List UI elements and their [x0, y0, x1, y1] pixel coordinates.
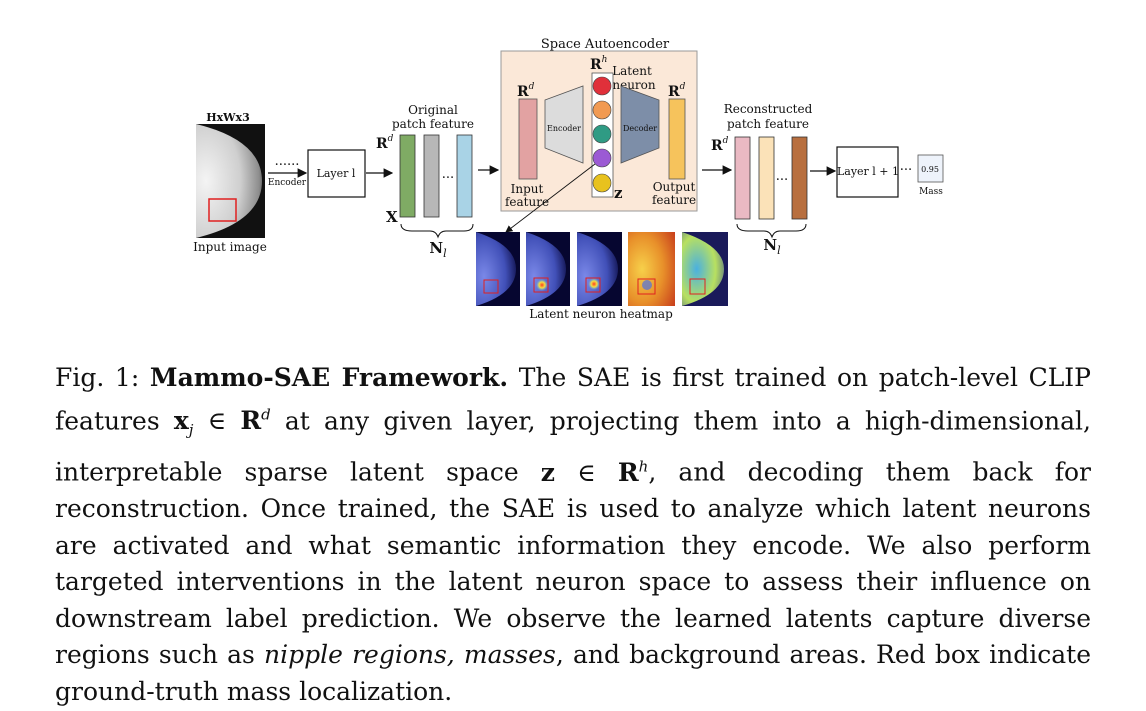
latent-neuron-5 — [592, 173, 612, 193]
original-ellipsis: ... — [442, 167, 454, 182]
rd-label-output: Rd — [668, 82, 686, 100]
decoder-label: Decoder — [623, 124, 657, 133]
output-feature-bar — [668, 98, 686, 180]
recon-ellipsis: ... — [776, 169, 788, 184]
encoder-trapezoid — [544, 85, 584, 164]
n-label-original: Nl — [429, 239, 447, 260]
score-value: 0.95 — [921, 165, 939, 174]
rd-label-input: Rd — [517, 82, 535, 100]
original-feature-bar-1 — [399, 134, 416, 218]
mass-label: Mass — [919, 187, 943, 197]
output-feature-label-2: feature — [652, 193, 696, 207]
decoder-trapezoid — [620, 85, 660, 164]
original-feature-bar-3 — [456, 134, 473, 218]
layer-l1-box — [836, 146, 899, 198]
input-feature-label-2: feature — [505, 195, 549, 209]
brace-original — [400, 223, 474, 239]
x-label: X — [386, 208, 398, 226]
latent-neuron-4 — [592, 148, 612, 168]
caption-title: Mammo-SAE Framework. — [149, 363, 509, 392]
reconstructed-label-2: patch feature — [727, 117, 809, 131]
output-feature-label-1: Output — [653, 180, 696, 194]
original-label-2: patch feature — [392, 117, 474, 131]
rd-label-recon: Rd — [711, 136, 729, 154]
caption-italic-regions: nipple regions, masses — [264, 640, 556, 670]
rd-label-original: Rd — [376, 134, 394, 152]
n-label-recon: Nl — [763, 236, 781, 257]
recon-feature-bar-1 — [734, 136, 751, 220]
input-mammogram-image — [196, 124, 265, 238]
heatmap-3-image — [577, 232, 622, 306]
encoder-small-label: Encoder — [268, 178, 307, 188]
layer-dots: ... — [900, 159, 912, 174]
original-label-1: Original — [408, 103, 458, 117]
figure-caption: Fig. 1: Mammo-SAE Framework. The SAE is … — [55, 360, 1091, 710]
latent-neuron-2 — [592, 100, 612, 120]
original-feature-bar-2 — [423, 134, 440, 218]
caption-sentence-1: The SAE is first trained on patch-level … — [55, 363, 1092, 435]
recon-feature-bar-3 — [791, 136, 808, 220]
heatmap-2-image — [526, 232, 570, 306]
latent-label-1: Latent — [612, 64, 652, 78]
encoder-dots: ...... — [275, 154, 300, 169]
z-label: z — [614, 184, 623, 202]
sae-title: Space Autoencoder — [541, 37, 670, 52]
recon-feature-bar-2 — [758, 136, 775, 220]
caption-math-xj: xj ∈ Rd — [173, 405, 271, 439]
heatmap-pointer — [505, 163, 596, 233]
layer-l-label: Layer l — [317, 167, 356, 180]
heatmap-label: Latent neuron heatmap — [529, 307, 673, 321]
caption-fig-label: Fig. 1: — [55, 363, 140, 392]
latent-neuron-3 — [592, 124, 612, 144]
latent-label-2: neuron — [612, 78, 656, 92]
heatmap-4-image — [628, 232, 675, 306]
caption-sentence-3: , and decoding them back for reconstruct… — [55, 457, 1092, 670]
framework-diagram: HxWx3 Input image ...... Encoder Layer l… — [193, 37, 944, 321]
latent-neuron-1 — [592, 76, 612, 96]
reconstructed-label-1: Reconstructed — [724, 102, 813, 116]
caption-math-z: z ∈ Rh — [540, 457, 649, 487]
input-dims-label: HxWx3 — [206, 111, 250, 124]
input-feature-label-1: Input — [511, 182, 544, 196]
mass-box-icon — [208, 198, 237, 222]
heatmap-1-image — [476, 232, 520, 306]
layer-l-box — [307, 149, 366, 198]
input-image-label: Input image — [193, 240, 267, 254]
score-box — [917, 154, 944, 183]
encoder-label: Encoder — [547, 124, 581, 133]
layer-l1-label: Layer l + 1 — [837, 165, 899, 178]
caption-sentence-2: at any given layer, projecting them into… — [55, 405, 1091, 487]
input-feature-bar — [518, 98, 538, 180]
brace-recon — [736, 223, 807, 239]
heatmap-5-image — [682, 232, 728, 306]
rh-label: Rh — [590, 55, 607, 73]
caption-sentence-4: , and background areas. Red box indicate… — [55, 640, 1092, 706]
